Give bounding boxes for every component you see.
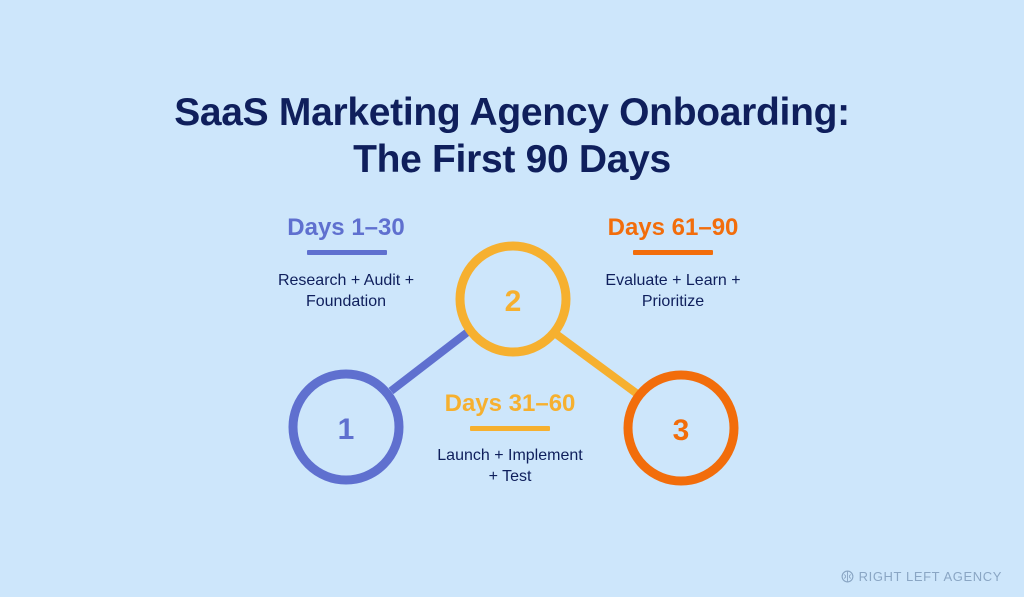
brain-icon bbox=[841, 570, 854, 583]
brand-watermark: RIGHT LEFT AGENCY bbox=[841, 569, 1002, 584]
phase-1-number: 1 bbox=[338, 413, 355, 446]
phase-1-circle bbox=[288, 369, 404, 485]
phase-3-title: Days 61–90 bbox=[607, 214, 739, 241]
phase-3-underline bbox=[633, 250, 713, 255]
phase-2-circle bbox=[455, 241, 571, 357]
phase-3-number: 3 bbox=[673, 414, 690, 447]
phase-2-description-line-2: + Test bbox=[488, 468, 532, 485]
connector-1-2 bbox=[388, 327, 472, 395]
brand-name: RIGHT LEFT AGENCY bbox=[858, 569, 1002, 584]
phase-3-description-line-2: Prioritize bbox=[641, 293, 705, 310]
phase-2-underline bbox=[470, 426, 550, 431]
phase-1-description-line-2: Foundation bbox=[305, 293, 387, 310]
connector-2-3 bbox=[553, 330, 639, 397]
page-title-line-2: The First 90 Days bbox=[353, 138, 671, 181]
page-title-line-1: SaaS Marketing Agency Onboarding: bbox=[174, 91, 850, 134]
phase-1-title: Days 1–30 bbox=[287, 214, 405, 241]
phase-3-circle bbox=[623, 370, 739, 486]
phase-2-description-line-1: Launch + Implement bbox=[437, 447, 583, 464]
phase-3-description-line-1: Evaluate + Learn + bbox=[605, 272, 741, 289]
phase-2-number: 2 bbox=[505, 285, 522, 318]
phase-1-underline bbox=[307, 250, 387, 255]
phase-1-description-line-1: Research + Audit + bbox=[277, 272, 415, 289]
phase-2-title: Days 31–60 bbox=[444, 390, 576, 417]
